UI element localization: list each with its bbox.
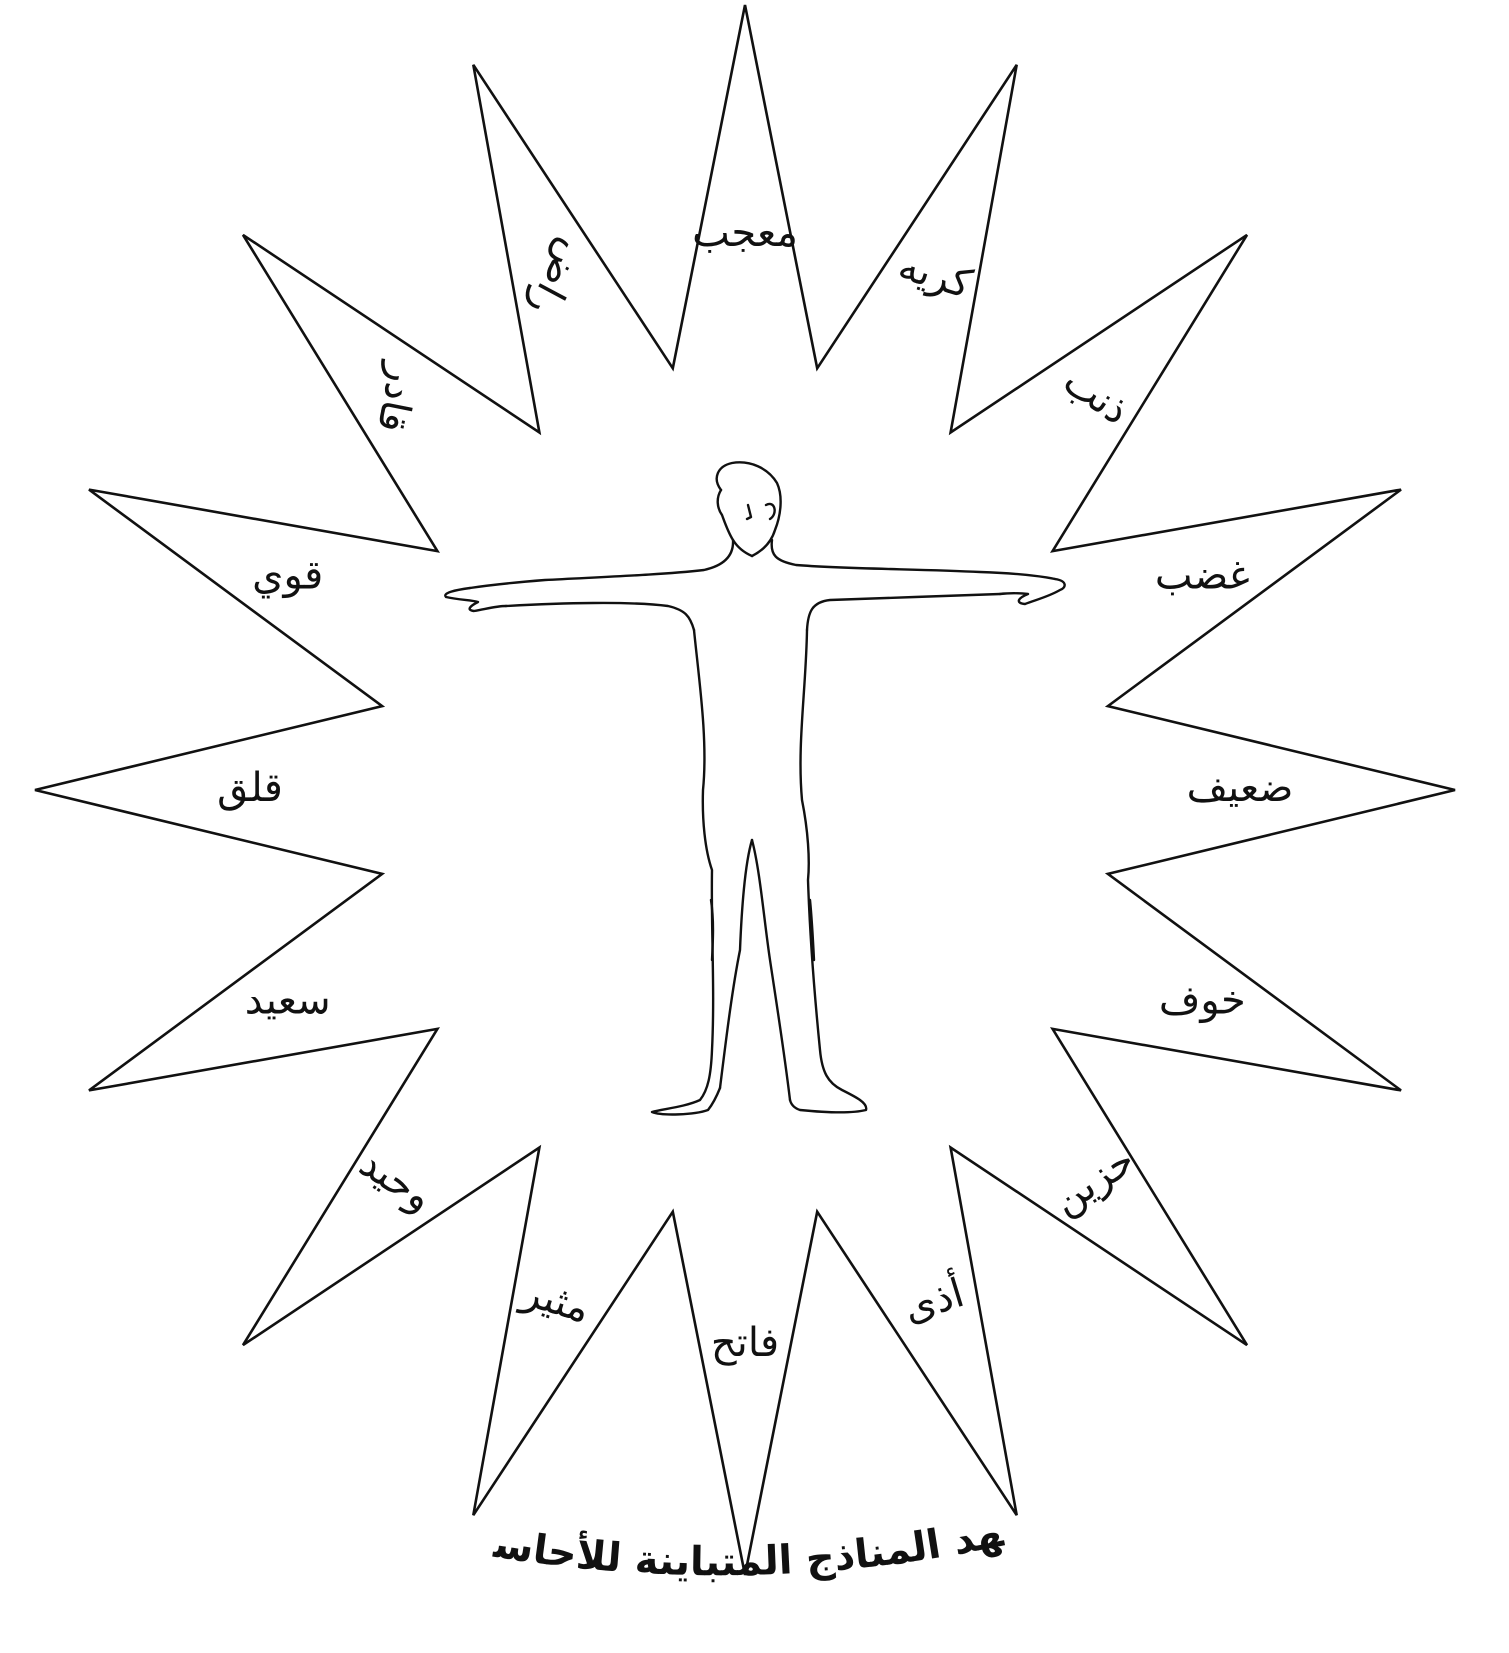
inner-left-leg	[720, 840, 752, 1088]
emotion-label-10: مثير	[515, 1268, 595, 1332]
human-figure-outline	[445, 462, 1064, 1114]
nose	[747, 505, 751, 519]
right-arm-under	[807, 594, 1000, 630]
emotion-label-4: غضب	[1155, 553, 1250, 599]
emotion-label-9: فاتح	[711, 1320, 779, 1366]
emotion-label-15: قادر	[368, 358, 427, 436]
right-hand	[1000, 579, 1065, 604]
emotion-labels: معجبكريهذنبغضبضعيفخوفحزينأذىفاتحمثيروحيد…	[217, 210, 1293, 1366]
emotion-label-5: ضعيف	[1187, 765, 1294, 811]
left-body-outline	[652, 630, 720, 1114]
inner-right-leg	[752, 840, 790, 1100]
emotion-label-3: ذنب	[1055, 358, 1137, 434]
right-body-outline	[790, 630, 866, 1112]
emotion-label-14: قوي	[252, 553, 323, 599]
emotion-label-2: كريه	[893, 243, 978, 309]
ear	[766, 504, 775, 519]
left-hand	[445, 588, 506, 611]
emotion-label-13: قلق	[217, 765, 283, 811]
face-outline	[718, 490, 752, 556]
emotion-label-8: أذى	[897, 1266, 969, 1331]
emotion-label-6: خوف	[1159, 977, 1246, 1023]
emotion-label-16: راض	[519, 233, 597, 324]
emotion-label-1: معجب	[692, 210, 798, 256]
left-arm-under	[506, 603, 694, 630]
left-arm-top	[470, 540, 733, 588]
emotion-label-11: وحيد	[351, 1140, 441, 1221]
emotion-label-12: سعيد	[245, 977, 331, 1023]
right-arm-top	[772, 540, 1055, 579]
